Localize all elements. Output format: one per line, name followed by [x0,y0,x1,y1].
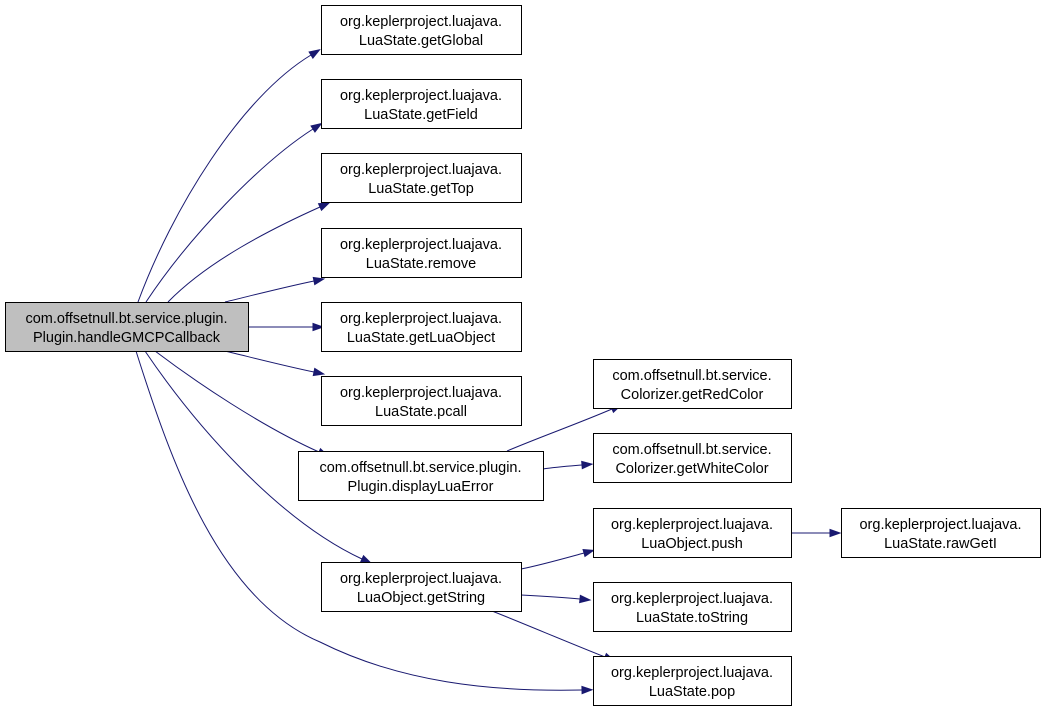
node-getRedColor[interactable]: com.offsetnull.bt.service. Colorizer.getR… [593,359,792,409]
node-remove[interactable]: org.keplerproject.luajava. LuaState.remov… [321,228,522,278]
node-box [593,582,792,632]
node-label-line1: org.keplerproject.luajava. [611,665,773,681]
node-push[interactable]: org.keplerproject.luajava. LuaObject.push [593,508,792,558]
node-label-line1: com.offsetnull.bt.service. [612,442,771,458]
edge-handleGMCPCallback-to-getTop [167,202,331,303]
node-label-line2: LuaState.pop [649,684,735,700]
node-label-line2: LuaState.toString [636,610,748,626]
node-label-line1: org.keplerproject.luajava. [340,88,502,104]
node-box [593,656,792,706]
edge-line [542,464,583,470]
node-label-line1: org.keplerproject.luajava. [611,517,773,533]
node-label-line2: LuaState.getField [364,107,478,123]
edge-line [145,128,314,303]
node-box [593,508,792,558]
arrowhead [312,276,326,286]
node-label-line1: org.keplerproject.luajava. [611,591,773,607]
node-pcall[interactable]: org.keplerproject.luajava. LuaState.pcall [321,376,522,426]
node-box [321,5,522,55]
nodes-layer: com.offsetnull.bt.service.plugin. Plugin.… [5,5,1041,706]
node-box [841,508,1041,558]
edge-displayLuaError-to-getWhiteColor [542,460,594,470]
arrowhead [308,49,321,59]
node-getGlobal[interactable]: org.keplerproject.luajava. LuaState.getGl… [321,5,522,55]
edge-line [520,594,581,600]
edge-getString-to-toString [520,594,592,604]
edge-push-to-rawGetI [791,528,842,538]
node-label-line2: LuaObject.push [641,536,743,552]
arrowhead [317,202,331,212]
edge-handleGMCPCallback-to-displayLuaError [154,350,330,457]
edge-line [224,280,315,303]
node-label-line2: LuaState.pcall [375,404,467,420]
edge-handleGMCPCallback-to-getGlobal [137,49,321,303]
node-label-line2: LuaState.rawGetI [884,536,997,552]
edge-line [224,350,315,373]
node-label-line2: Colorizer.getWhiteColor [615,461,768,477]
node-label-line1: org.keplerproject.luajava. [340,162,502,178]
node-rawGetI[interactable]: org.keplerproject.luajava. LuaState.rawGe… [841,508,1041,558]
node-label-line1: com.offsetnull.bt.service. [612,368,771,384]
edge-line [135,350,583,691]
arrowhead [579,594,592,604]
node-getWhiteColor[interactable]: com.offsetnull.bt.service. Colorizer.getW… [593,433,792,483]
node-label-line2: Colorizer.getRedColor [621,387,764,403]
arrowhead [310,122,323,133]
node-box [321,228,522,278]
arrowhead [312,322,325,332]
node-label-line2: LuaState.getGlobal [359,33,483,49]
node-displayLuaError[interactable]: com.offsetnull.bt.service.plugin. Plugin.… [298,451,544,501]
node-box [298,451,544,501]
arrowhead [581,685,594,695]
edge-line [520,552,585,570]
node-getString[interactable]: org.keplerproject.luajava. LuaObject.getS… [321,562,522,612]
node-box [321,562,522,612]
node-box [321,79,522,129]
node-label-line2: LuaState.getLuaObject [347,330,495,346]
node-box [593,359,792,409]
node-getLuaObject[interactable]: org.keplerproject.luajava. LuaState.getLu… [321,302,522,352]
node-label-line1: org.keplerproject.luajava. [340,385,502,401]
node-label-line1: com.offsetnull.bt.service.plugin. [25,311,227,327]
node-box [321,153,522,203]
node-pop[interactable]: org.keplerproject.luajava. LuaState.pop [593,656,792,706]
node-getTop[interactable]: org.keplerproject.luajava. LuaState.getTo… [321,153,522,203]
node-label-line2: LuaState.remove [366,256,476,272]
node-label-line1: com.offsetnull.bt.service.plugin. [319,460,521,476]
node-label-line1: org.keplerproject.luajava. [340,571,502,587]
node-label-line2: LuaState.getTop [368,181,474,197]
node-box [321,302,522,352]
edge-line [491,610,606,658]
node-box [5,302,249,352]
node-label-line1: org.keplerproject.luajava. [340,311,502,327]
edge-handleGMCPCallback-to-pop [135,350,594,695]
node-box [321,376,522,426]
node-label-line2: LuaObject.getString [357,590,485,606]
node-toString[interactable]: org.keplerproject.luajava. LuaState.toStr… [593,582,792,632]
edge-handleGMCPCallback-to-pcall [224,350,326,377]
edge-line [144,350,363,560]
node-label-line2: Plugin.displayLuaError [348,479,494,495]
arrowhead [312,367,326,377]
node-box [593,433,792,483]
edge-handleGMCPCallback-to-remove [224,276,326,303]
edge-getString-to-push [520,548,596,570]
node-label-line1: org.keplerproject.luajava. [859,517,1021,533]
node-getField[interactable]: org.keplerproject.luajava. LuaState.getFi… [321,79,522,129]
edge-line [137,54,312,303]
edge-line [167,206,321,303]
node-label-line1: org.keplerproject.luajava. [340,237,502,253]
node-handleGMCPCallback[interactable]: com.offsetnull.bt.service.plugin. Plugin.… [5,302,249,352]
node-label-line2: Plugin.handleGMCPCallback [33,330,221,346]
edge-handleGMCPCallback-to-getField [145,122,323,303]
edge-line [154,350,320,453]
node-label-line1: org.keplerproject.luajava. [340,14,502,30]
arrowhead [581,460,594,470]
edge-handleGMCPCallback-to-getLuaObject [248,322,325,332]
arrowhead [829,528,842,538]
arrowhead [582,548,596,558]
edge-line [506,408,613,452]
